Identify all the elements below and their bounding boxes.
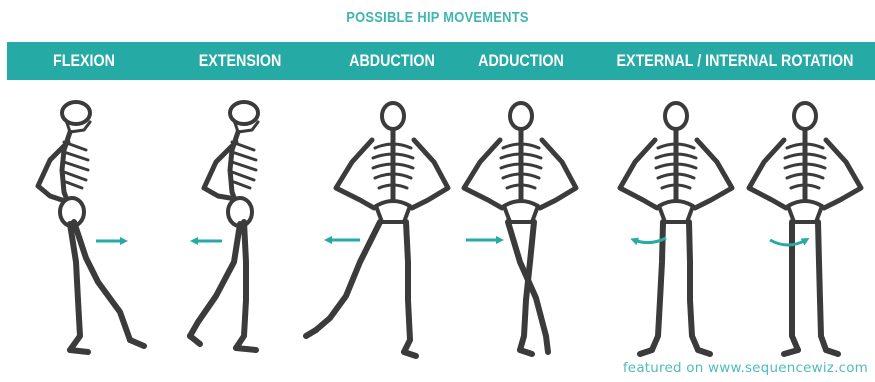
skeleton-extension <box>190 102 258 350</box>
skeleton-adduction <box>464 103 576 354</box>
credit-text: featured on www.sequencewiz.com <box>623 360 868 376</box>
skeleton-external-rotation <box>620 103 732 354</box>
skeleton-flexion <box>38 102 144 352</box>
arrow-internal-rotation <box>770 240 806 245</box>
skeleton-internal-rotation <box>749 103 861 354</box>
skeleton-abduction <box>306 103 448 356</box>
